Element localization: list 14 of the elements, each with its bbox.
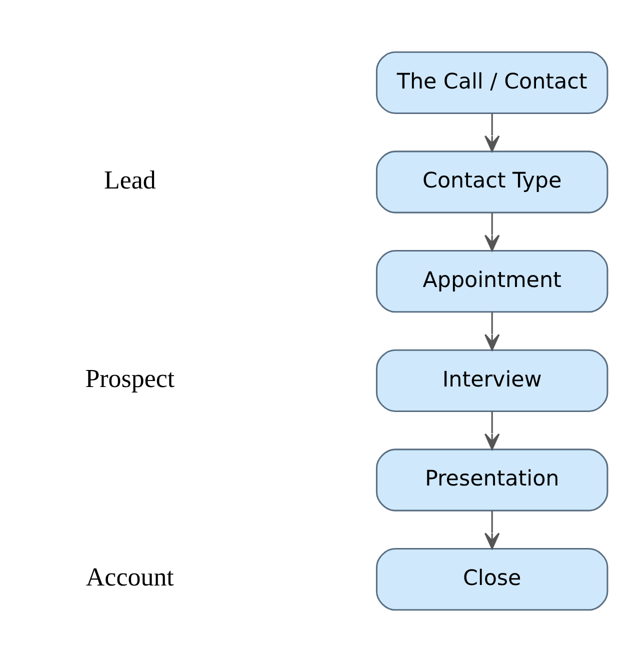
arrow [484,312,500,351]
node-box: Contact Type [376,150,608,214]
label: Account [86,562,174,592]
node-box: The Call / Contact [376,51,608,114]
node-box: Interview [376,349,608,412]
arrow [484,510,500,550]
node-box: Appointment [376,250,608,313]
label: Prospect [85,364,175,393]
arrow [484,114,500,152]
arrow [484,412,500,450]
arrow [484,212,500,252]
node-box: Close [376,548,608,611]
label: Lead [104,165,156,194]
node-box: Presentation [376,448,608,512]
